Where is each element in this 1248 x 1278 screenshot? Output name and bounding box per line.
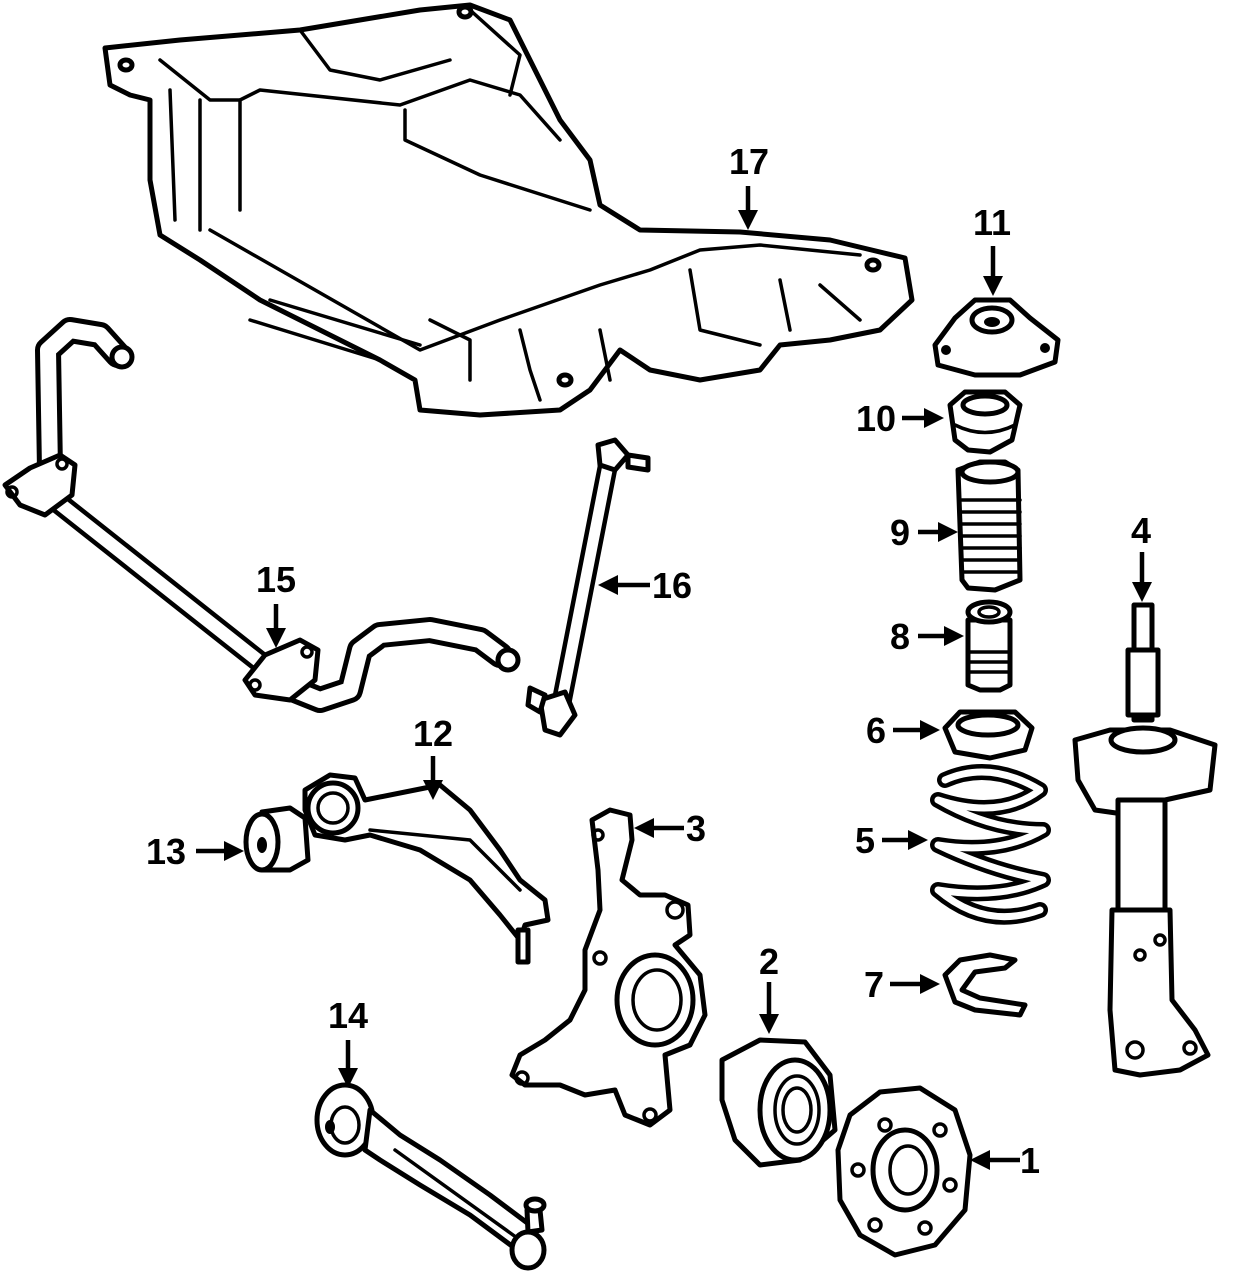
callout-3: 3 (634, 808, 706, 849)
part-7-spring-isolator[interactable] (942, 952, 1028, 1018)
callout-16: 16 (598, 565, 692, 606)
part-11-strut-mount[interactable] (932, 297, 1061, 378)
callout-7: 7 (864, 964, 940, 1005)
part-13-bushing[interactable] (243, 805, 311, 873)
callout-4: 4 (1131, 510, 1152, 602)
part-3-steering-knuckle[interactable] (509, 807, 708, 1128)
callout-7-label: 7 (864, 964, 884, 1005)
callout-17: 17 (729, 141, 769, 230)
callout-8-label: 8 (890, 616, 910, 657)
part-12-control-arm[interactable] (302, 772, 551, 965)
callout-15-label: 15 (256, 559, 296, 600)
part-4-strut[interactable] (1072, 602, 1218, 1078)
callout-11: 11 (973, 202, 1011, 296)
callout-3-label: 3 (686, 808, 706, 849)
callout-13-label: 13 (146, 831, 186, 872)
callout-5-label: 5 (855, 820, 875, 861)
callout-2-label: 2 (759, 941, 779, 982)
callout-6-label: 6 (866, 710, 886, 751)
callout-1-label: 1 (1020, 1140, 1040, 1181)
callout-2: 2 (759, 941, 779, 1034)
callout-10: 10 (856, 398, 944, 439)
callout-12: 12 (413, 713, 453, 800)
callout-9: 9 (890, 512, 958, 553)
callout-9-label: 9 (890, 512, 910, 553)
part-15-stabilizer-bar[interactable] (2, 317, 521, 713)
callout-14: 14 (328, 995, 368, 1088)
callout-14-label: 14 (328, 995, 368, 1036)
callout-6: 6 (866, 710, 940, 751)
callout-15: 15 (256, 559, 296, 648)
callout-4-label: 4 (1131, 510, 1151, 551)
callout-17-label: 17 (729, 141, 769, 182)
part-9-dust-boot[interactable] (955, 459, 1023, 593)
part-10-upper-spring-seat[interactable] (947, 389, 1023, 455)
callout-13: 13 (146, 831, 244, 872)
callout-1: 1 (970, 1140, 1040, 1181)
part-14-lower-control-arm[interactable] (314, 1082, 547, 1271)
part-17-crossmember[interactable] (102, 2, 915, 418)
part-6-spring-insulator[interactable] (942, 709, 1035, 761)
part-16-stabilizer-link[interactable] (525, 437, 651, 738)
part-1-wheel-hub[interactable] (835, 1085, 973, 1258)
callout-10-label: 10 (856, 398, 896, 439)
part-2-wheel-bearing[interactable] (719, 1037, 838, 1168)
callout-12-label: 12 (413, 713, 453, 754)
callout-11-label: 11 (973, 202, 1011, 243)
callout-16-label: 16 (652, 565, 692, 606)
part-5-coil-spring[interactable] (930, 764, 1051, 925)
callout-5: 5 (855, 820, 928, 861)
callout-8: 8 (890, 616, 964, 657)
part-8-bump-stop[interactable] (965, 599, 1013, 693)
